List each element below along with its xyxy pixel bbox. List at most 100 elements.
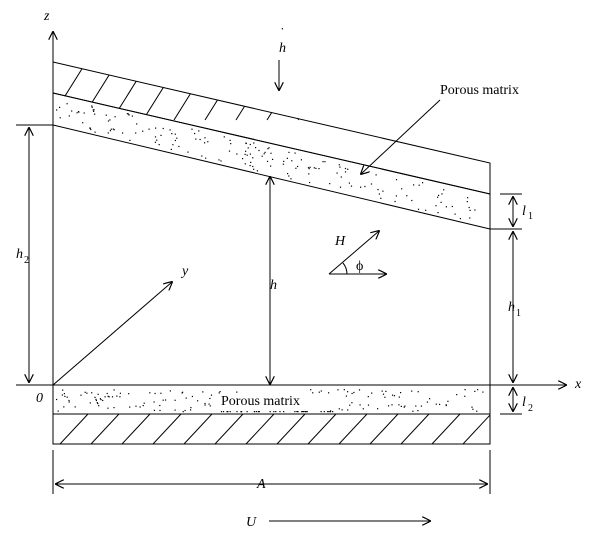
hatch-line (245, 414, 275, 444)
porous-dot (351, 402, 353, 404)
porous-dot (349, 404, 351, 406)
porous-dot (339, 166, 341, 168)
hatch-line (452, 62, 490, 121)
hatch-line (214, 414, 244, 444)
porous-dot (411, 390, 413, 392)
porous-dot (84, 391, 86, 393)
porous-dot (250, 161, 252, 163)
porous-dot (288, 151, 290, 153)
porous-dot (159, 409, 161, 412)
porous-dot (57, 410, 59, 412)
porous-dot (474, 209, 476, 211)
porous-dot (244, 163, 246, 165)
porous-dot (98, 405, 100, 407)
porous-dot (347, 391, 349, 393)
porous-dot (412, 410, 414, 412)
porous-dot (324, 161, 326, 163)
porous-dot (68, 401, 70, 403)
hatch-line (462, 414, 490, 444)
porous-dot (102, 399, 104, 402)
porous-dot (191, 128, 193, 130)
porous-dot (169, 390, 171, 392)
hatch-line (390, 62, 442, 121)
porous-dot (182, 411, 184, 413)
porous-dot (97, 403, 99, 405)
porous-dot (420, 405, 422, 407)
h2-label-sub: 2 (24, 255, 29, 266)
porous-dot (256, 170, 258, 172)
porous-dot (439, 403, 441, 405)
porous-dot (154, 392, 156, 395)
squeeze-velocity: ˙ h (279, 26, 286, 90)
porous-dot (264, 151, 266, 153)
porous-dot (131, 115, 133, 117)
porous-dot (76, 112, 78, 114)
U-velocity: U (246, 515, 430, 530)
porous-dot (204, 137, 206, 139)
porous-dot (447, 400, 449, 402)
porous-dot (59, 106, 61, 108)
porous-dot (187, 151, 189, 153)
hatch-line (400, 414, 430, 444)
porous-dot (63, 406, 65, 408)
porous-dot (153, 401, 155, 403)
porous-dot (66, 396, 68, 398)
porous-dot (245, 150, 247, 152)
porous-dot (445, 206, 447, 208)
porous-dot (236, 153, 238, 155)
porous-dot (318, 391, 320, 393)
porous-dot (227, 411, 229, 413)
porous-dot (106, 392, 108, 395)
h1-label-sub: 1 (516, 308, 521, 319)
porous-dot (113, 407, 115, 409)
porous-dot (165, 399, 167, 401)
porous-dot (68, 399, 70, 402)
porous-dot (270, 165, 272, 167)
porous-dot (288, 175, 290, 177)
porous-dot (223, 136, 225, 138)
porous-dot (411, 199, 413, 202)
porous-dot (113, 129, 115, 131)
porous-dot (341, 409, 343, 411)
l2-label-base: l (522, 395, 526, 410)
porous-dot (91, 106, 93, 108)
porous-dot (107, 132, 109, 134)
porous-dot (159, 404, 161, 407)
porous-dot (230, 143, 232, 145)
porous-dot (441, 193, 443, 195)
porous-dot (393, 395, 396, 397)
y-axis-label: y (180, 264, 189, 279)
porous-dot (300, 159, 302, 161)
porous-dot (307, 167, 310, 169)
porous-dot (382, 190, 384, 192)
porous-dot (345, 395, 347, 397)
porous-dot (344, 171, 347, 173)
hatch-line (204, 62, 256, 121)
porous-dot (62, 389, 64, 391)
porous-dot (382, 393, 385, 395)
porous-dot (91, 105, 93, 107)
porous-dot (404, 405, 406, 407)
porous-dot (94, 396, 96, 398)
porous-dot (398, 396, 400, 398)
porous-dot (113, 389, 115, 391)
porous-dot (303, 411, 305, 413)
porous-dot (367, 396, 369, 398)
porous-dot (327, 411, 329, 413)
porous-dot (252, 165, 254, 168)
porous-dot (92, 109, 94, 111)
porous-dot (309, 166, 311, 168)
porous-dot (64, 395, 66, 397)
porous-dot (236, 391, 238, 393)
field-direction: H ϕ (328, 231, 386, 274)
porous-dot (257, 411, 259, 413)
origin-label: 0 (36, 391, 43, 406)
porous-dot (249, 165, 251, 167)
porous-dot (82, 122, 84, 124)
porous-dot (129, 406, 131, 408)
porous-dot (99, 398, 101, 400)
porous-dot (375, 174, 377, 176)
porous-dot (456, 394, 458, 396)
porous-dot (469, 217, 471, 219)
porous-dot (191, 395, 193, 398)
